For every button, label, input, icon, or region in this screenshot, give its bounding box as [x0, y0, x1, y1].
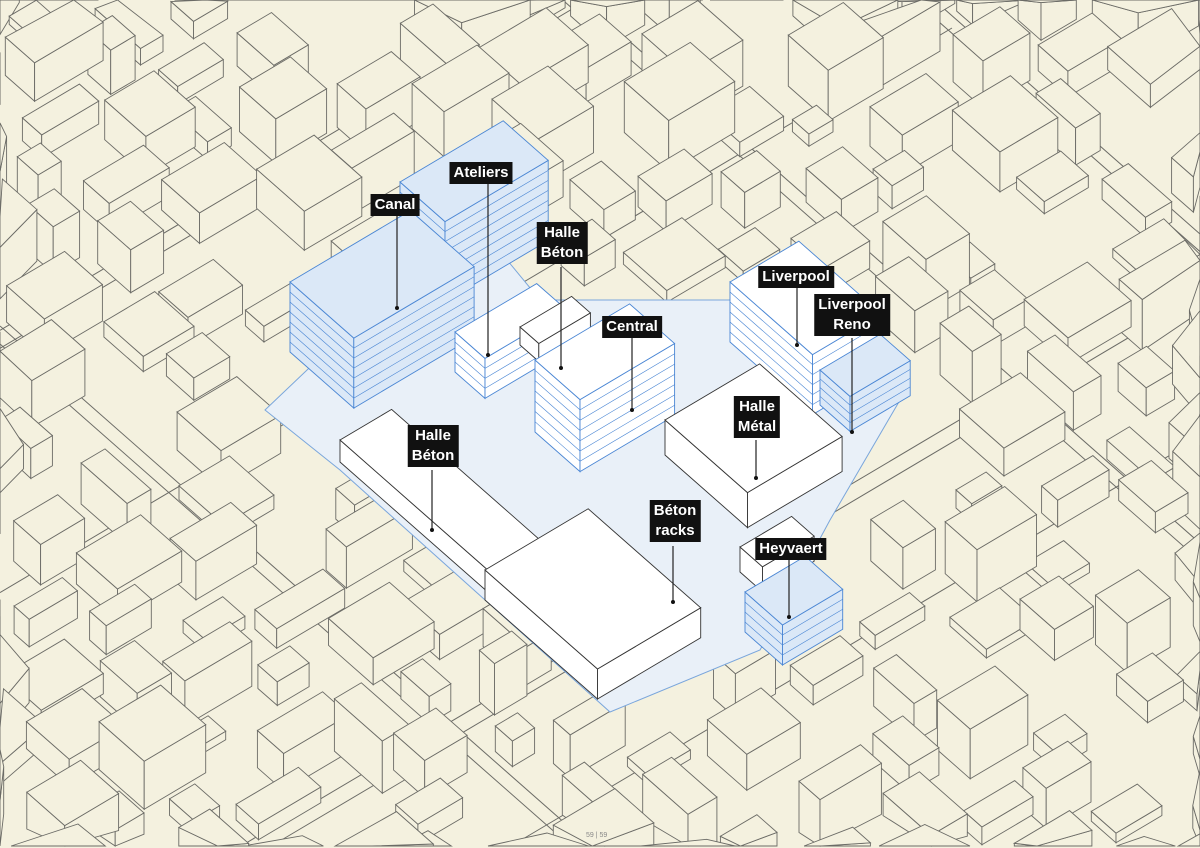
context-building	[936, 665, 1029, 780]
context-building	[1012, 810, 1093, 847]
context-building	[641, 756, 718, 847]
context-building	[791, 104, 834, 148]
context-building	[958, 372, 1066, 477]
beton-racks-hall	[484, 508, 702, 700]
context-building	[1176, 833, 1200, 847]
context-building	[238, 56, 328, 165]
context-building	[789, 635, 864, 706]
context-building	[257, 645, 310, 707]
context-building	[1115, 652, 1185, 724]
leader-dot-halle-metal	[754, 476, 758, 480]
context-building	[494, 712, 536, 768]
context-building	[160, 141, 263, 245]
context-building	[0, 178, 38, 300]
leader-dot-halle-beton-south	[430, 528, 434, 532]
context-building	[1094, 569, 1171, 674]
context-building	[622, 217, 726, 304]
context-building	[1192, 541, 1200, 642]
context-building	[1017, 0, 1077, 42]
leader-dot-canal	[395, 306, 399, 310]
context-building	[951, 75, 1059, 193]
context-building	[1170, 132, 1200, 214]
leader-dot-halle-beton-north	[559, 366, 563, 370]
context-building	[870, 499, 937, 591]
context-building	[878, 824, 971, 847]
context-building	[787, 1, 884, 123]
leader-dot-ateliers	[486, 353, 490, 357]
context-building	[169, 0, 230, 40]
canal-block	[289, 210, 475, 410]
context-building	[859, 591, 926, 651]
context-building	[1015, 150, 1090, 215]
context-building	[952, 6, 1031, 110]
leader-dot-heyvaert	[787, 615, 791, 619]
context-building	[0, 319, 86, 429]
context-building	[706, 687, 802, 792]
liverpool-reno-block	[819, 333, 911, 433]
context-building	[1117, 459, 1189, 534]
context-building	[327, 581, 435, 686]
context-building	[640, 838, 736, 847]
leader-dot-beton-racks	[671, 600, 675, 604]
context-building	[254, 568, 346, 650]
leader-dot-liverpool	[795, 343, 799, 347]
context-building	[13, 576, 79, 648]
heyvaert-block	[744, 555, 844, 666]
context-building	[1106, 8, 1200, 109]
context-building	[487, 832, 589, 847]
context-building	[1117, 345, 1176, 417]
label-heyvaert: Heyvaert	[755, 538, 827, 560]
label-liverpool: Liverpool	[758, 266, 834, 288]
context-building	[11, 823, 107, 847]
context-building	[1090, 783, 1163, 844]
context-building	[98, 684, 207, 811]
context-building	[1040, 455, 1110, 529]
context-building	[4, 0, 104, 103]
context-building	[939, 305, 1002, 405]
context-building	[96, 200, 165, 294]
context-building	[1192, 715, 1200, 777]
context-building	[177, 808, 250, 847]
context-building	[0, 407, 25, 494]
context-building	[1116, 836, 1176, 847]
context-building	[874, 256, 949, 354]
context-building	[798, 744, 883, 847]
context-building	[243, 835, 324, 847]
context-building	[803, 826, 872, 847]
context-building	[962, 780, 1034, 846]
leader-dot-central	[630, 408, 634, 412]
leader-dot-liverpool-reno	[850, 430, 854, 434]
context-building	[21, 83, 100, 159]
context-building	[1019, 575, 1095, 662]
context-building	[333, 811, 435, 847]
context-building	[165, 331, 231, 402]
context-building	[255, 134, 363, 252]
context-building	[0, 749, 5, 847]
halle-beton-north-roof	[519, 295, 592, 363]
label-central: Central	[602, 316, 662, 338]
context-building	[1022, 740, 1092, 830]
context-building	[720, 150, 782, 230]
context-building	[411, 44, 510, 158]
context-building	[478, 630, 528, 716]
context-building	[12, 494, 86, 586]
context-building	[103, 291, 195, 373]
context-building	[637, 148, 713, 233]
label-canal: Canal	[370, 194, 420, 216]
page-number: 59 | 59	[586, 832, 608, 839]
context-building	[169, 501, 258, 601]
context-building	[88, 583, 153, 656]
label-ateliers: Ateliers	[449, 162, 513, 184]
context-building	[623, 41, 736, 173]
context-building	[944, 485, 1038, 603]
context-building	[719, 814, 778, 847]
label-leaders	[395, 183, 854, 619]
context-building	[235, 766, 322, 841]
